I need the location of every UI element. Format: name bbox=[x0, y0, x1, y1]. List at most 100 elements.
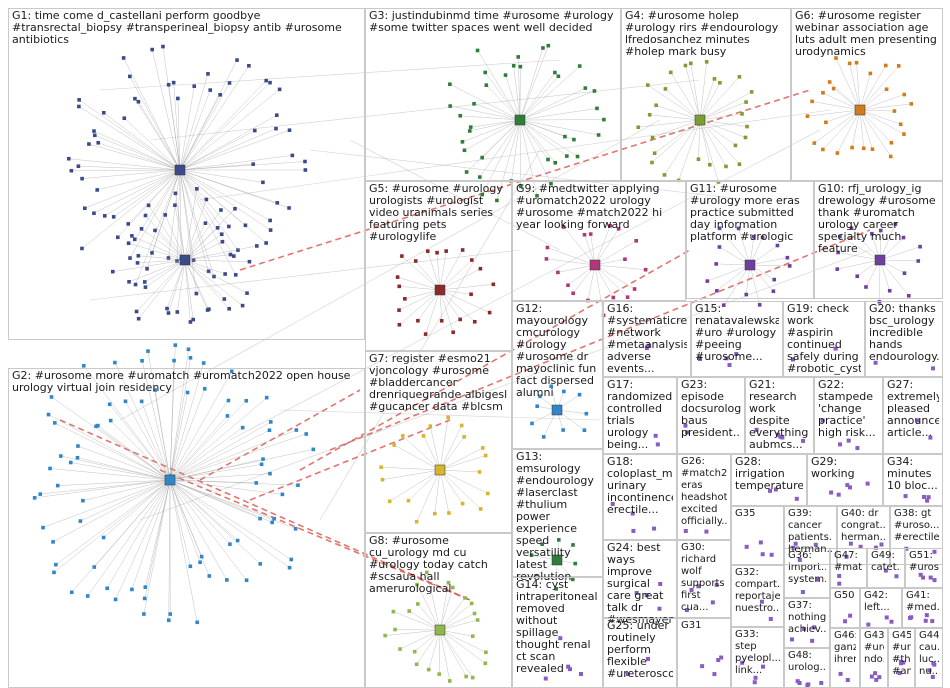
g21-node bbox=[778, 434, 783, 439]
group-label-g32: G32: compart... reportaje nuestro... bbox=[735, 567, 780, 614]
group-label-g42: G42: left... bbox=[864, 590, 890, 613]
g29-node bbox=[845, 483, 850, 488]
g10-cluster-node bbox=[855, 274, 860, 279]
g1-subcluster-node bbox=[215, 226, 220, 230]
g9-cluster-node bbox=[623, 257, 627, 262]
g1-subcluster-node bbox=[188, 320, 193, 324]
g2-cluster-node bbox=[139, 399, 144, 404]
g10-cluster-edge bbox=[879, 259, 919, 262]
g1-cluster-edge bbox=[177, 98, 181, 171]
group-cell-g13: G13: emsurology #endourology #laserclast… bbox=[512, 449, 603, 583]
g4-cluster-edge bbox=[649, 114, 701, 121]
g22-node bbox=[838, 442, 843, 447]
g1-cluster-edge bbox=[93, 169, 181, 214]
g7-cluster-node bbox=[462, 435, 466, 439]
g2-cluster-edge bbox=[169, 479, 202, 557]
g1-subcluster-edge bbox=[141, 228, 186, 261]
g1-cluster-node bbox=[274, 126, 278, 131]
g1-cluster-edge bbox=[179, 114, 277, 171]
g2-cluster-node bbox=[272, 516, 276, 521]
group-label-g38: G38: gt #uroso... #erectile... bbox=[894, 508, 939, 543]
g3-cluster-node bbox=[553, 160, 558, 165]
g1-cluster-node bbox=[243, 223, 248, 228]
g9-cluster-edge bbox=[594, 264, 635, 290]
group-cell-g5: G5: #urosome #urology urologists #urolog… bbox=[365, 181, 512, 351]
g12-cluster-node bbox=[549, 384, 553, 389]
g1-cluster-edge bbox=[78, 106, 181, 171]
group-label-g25: G25: under routinely perform flexible #u… bbox=[607, 620, 673, 680]
g1-cluster-node bbox=[80, 176, 84, 181]
g1-subcluster-node bbox=[110, 269, 115, 274]
group-label-g23: G23: episode docsurology baus president.… bbox=[681, 379, 741, 439]
g2-cluster-node bbox=[49, 395, 54, 399]
g1-cluster-node bbox=[150, 47, 154, 52]
g36-node bbox=[800, 590, 805, 595]
g9-cluster-node bbox=[611, 295, 616, 300]
g8-cluster-node bbox=[391, 609, 396, 614]
group-label-g3: G3: justindubinmd time #urosome #urology… bbox=[369, 10, 614, 34]
g1-subcluster-node bbox=[166, 311, 171, 315]
group-cell-g49: G49: catet... bbox=[867, 548, 905, 588]
group-cell-g28: G28: irrigation temperature... bbox=[731, 454, 807, 506]
g1-subcluster-edge bbox=[175, 193, 186, 261]
group-label-g17: G17: randomized controlled trials urolog… bbox=[607, 379, 673, 451]
g41-node bbox=[930, 619, 935, 624]
g6-cluster-node bbox=[805, 114, 810, 118]
g2-cluster-edge bbox=[169, 479, 275, 519]
g2-cluster-edge bbox=[169, 479, 283, 495]
g2-cluster-node bbox=[81, 364, 86, 368]
g1-subcluster-edge bbox=[138, 255, 186, 261]
group-label-g16: G16: #systematicrev... #network #metaana… bbox=[607, 303, 687, 375]
g3-cluster-node bbox=[577, 64, 582, 68]
g3-cluster-edge bbox=[511, 119, 521, 182]
group-cell-g46: G46: ganz ihrer... bbox=[830, 628, 860, 688]
g2-cluster-node bbox=[293, 526, 298, 531]
g2-cluster-edge bbox=[97, 425, 171, 481]
g3-cluster-node bbox=[546, 157, 550, 162]
g1-subcluster-edge bbox=[128, 242, 186, 261]
group-cell-g15: G15: renatavalewska #uro #urology #peein… bbox=[691, 301, 783, 377]
g2-cluster-node bbox=[78, 519, 83, 523]
inter-group-edge bbox=[349, 139, 561, 251]
g5-cluster-node bbox=[400, 254, 404, 258]
g2-cluster-node bbox=[51, 540, 55, 544]
g4-cluster-node bbox=[654, 103, 658, 108]
g9-cluster-node bbox=[616, 227, 621, 231]
g51-node bbox=[918, 572, 923, 577]
g3-cluster-edge bbox=[462, 119, 521, 143]
g30-node bbox=[710, 600, 715, 605]
g5-cluster-node bbox=[416, 318, 420, 323]
g1-cluster-node bbox=[275, 201, 280, 205]
g5-cluster-node bbox=[435, 250, 439, 255]
g4-cluster-edge bbox=[699, 76, 740, 121]
g47-node bbox=[837, 573, 842, 578]
g34-node bbox=[926, 495, 931, 500]
g1-subcluster-edge bbox=[145, 259, 186, 288]
g4-cluster-node bbox=[696, 157, 701, 162]
group-label-g24: G24: best ways improve surgical care gre… bbox=[607, 542, 673, 626]
g2-cluster-edge bbox=[169, 479, 231, 545]
g3-cluster-edge bbox=[464, 119, 521, 151]
g3-cluster-edge bbox=[519, 119, 549, 160]
g5-cluster-node bbox=[451, 330, 455, 335]
g2-cluster-node bbox=[198, 560, 202, 565]
g2-cluster-edge bbox=[169, 479, 257, 484]
g37-node bbox=[810, 638, 815, 643]
g1-cluster-node bbox=[290, 153, 295, 158]
g10-cluster-edge bbox=[839, 236, 881, 261]
g51-node bbox=[932, 578, 937, 583]
g1-subcluster-node bbox=[223, 272, 227, 276]
g4-cluster-node bbox=[712, 77, 717, 81]
g1-subcluster-node bbox=[255, 244, 259, 248]
g6-cluster-edge bbox=[812, 101, 861, 111]
g1-cluster-node bbox=[115, 235, 120, 240]
g13-cluster-node bbox=[554, 587, 559, 591]
g1-cluster-edge bbox=[179, 169, 267, 244]
group-cell-g6: G6: #urosome register webinar associatio… bbox=[791, 8, 943, 181]
g1-cluster-hub bbox=[174, 164, 186, 176]
g1-cluster-node bbox=[227, 224, 231, 229]
g2-cluster-edge bbox=[169, 430, 270, 481]
g2-cluster-edge bbox=[82, 479, 171, 501]
g1-cluster-edge bbox=[104, 169, 181, 217]
